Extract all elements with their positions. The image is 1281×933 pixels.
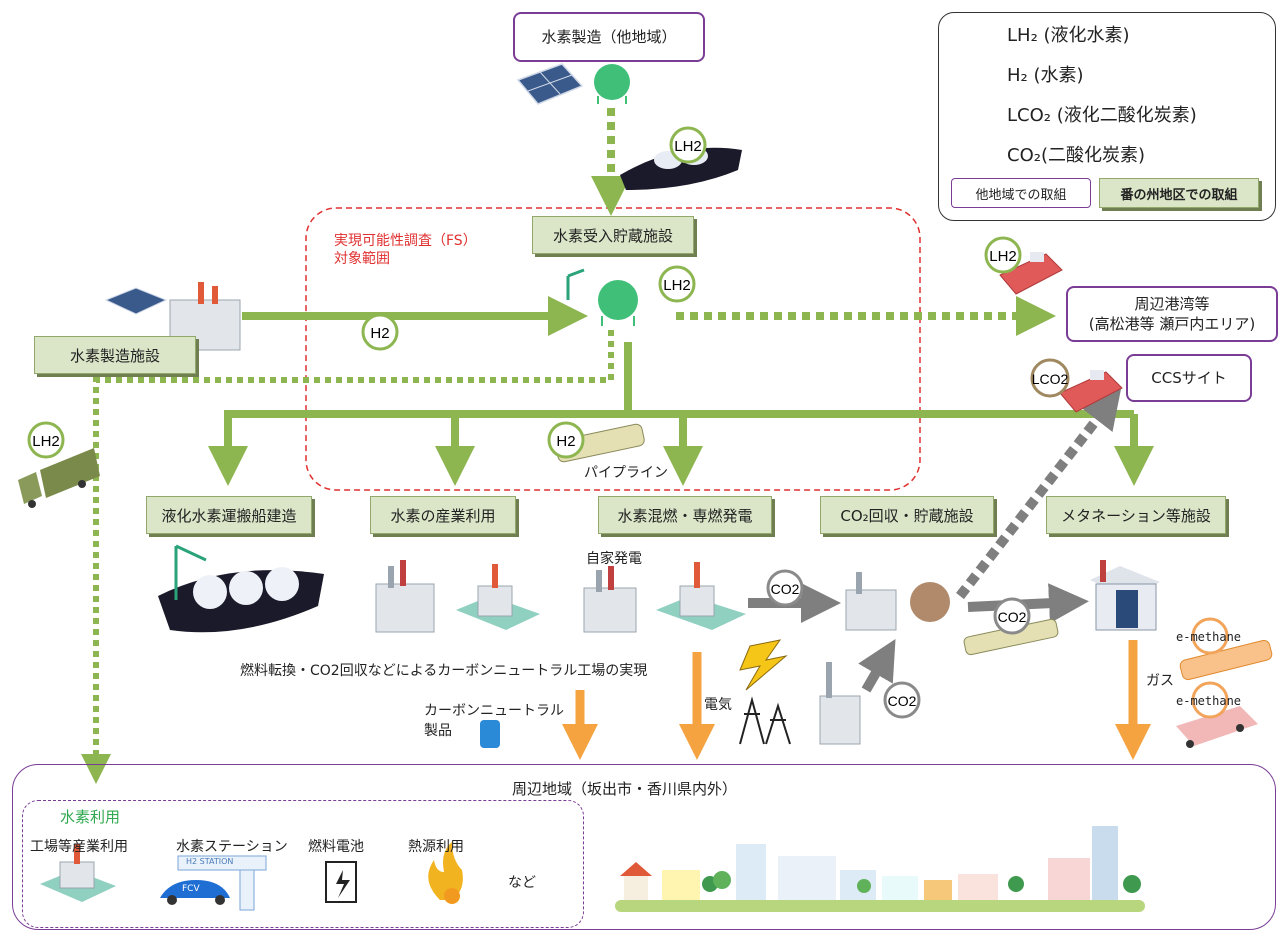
node-receiving-storage: 水素受入貯蔵施設 [532, 216, 694, 254]
svg-text:CO2: CO2 [771, 581, 800, 597]
node-co2-capture: CO₂回収・貯蔵施設 [820, 496, 994, 534]
co2-capture-plant-icon [845, 572, 950, 631]
nearby-ports-line1: 周辺港湾等 [1134, 294, 1210, 313]
fs-scope-label-2: 対象範囲 [334, 251, 390, 267]
hydrogen-use-title: 水素利用 [60, 808, 121, 826]
power-plant-icon [656, 562, 746, 630]
svg-text:CO2: CO2 [888, 693, 917, 709]
legend-lh2: LH₂ (液化水素) [1007, 25, 1130, 46]
solar-panel-icon [516, 63, 584, 105]
fs-scope-label-1: 実現可能性調査（FS） [334, 233, 477, 249]
node-production-other: 水素製造（他地域） [513, 12, 705, 62]
lightning-icon [739, 639, 788, 691]
self-power-label: 自家発電 [586, 551, 642, 567]
node-nearby-ports: 周辺港湾等 (高松港等 瀬戸内エリア) [1066, 286, 1278, 342]
ship-ccs-icon [1059, 370, 1123, 413]
station-sign: H2 STATION [186, 857, 234, 866]
badge-co2-factory: CO2 [883, 681, 921, 719]
lh2-arrow-region [81, 330, 614, 784]
factory-lower-icon [819, 662, 861, 745]
nearby-ports-line2: (高松港等 瀬戸内エリア) [1088, 315, 1256, 333]
badge-lh2-storage: LH2 [658, 265, 696, 303]
detergent-bottle-icon [480, 720, 500, 748]
industry-factory-icon-1 [375, 560, 435, 633]
co2-arrow-factory [858, 639, 896, 693]
gas-label: ガス [1146, 673, 1174, 689]
badge-lh2-truck: LH2 [27, 421, 65, 459]
fs-scope-boundary [305, 207, 921, 491]
pipeline-label: パイプライン [584, 465, 668, 481]
e-methane-pipe-icon [1179, 639, 1273, 681]
usage-etc: など [508, 875, 536, 891]
svg-text:CO2: CO2 [998, 609, 1027, 625]
heat-flame-icon [428, 842, 463, 904]
svg-text:LH2: LH2 [663, 277, 691, 294]
carbon-neutral-products-label-2: 製品 [424, 723, 452, 739]
carbon-neutral-products-label-1: カーボンニュートラル [424, 703, 564, 719]
node-power-generation: 水素混燃・専燃発電 [598, 496, 772, 534]
fuel-cell-icon [325, 861, 357, 903]
lh2-truck-icon [18, 448, 100, 508]
usage-heat: 熱源利用 [408, 839, 464, 855]
badge-h2-pipeline: H2 [547, 421, 585, 459]
svg-text:LCO2: LCO2 [1032, 371, 1069, 387]
usage-hydrogen-station: 水素ステーション [176, 839, 288, 855]
e-methane-label-2: e-methane [1176, 694, 1242, 708]
legend-local-region: 番の州地区での取組 [1099, 178, 1259, 208]
svg-text:H2: H2 [556, 433, 575, 450]
badge-e-methane-2 [1191, 681, 1229, 719]
node-production-facility: 水素製造施設 [34, 336, 196, 374]
cityscape-icon [615, 826, 1145, 912]
region-title: 周辺地域（坂出市・香川県内外） [512, 780, 738, 798]
badge-lh2-ports: LH2 [984, 236, 1022, 274]
e-methane-label-1: e-methane [1176, 630, 1242, 644]
e-methane-truck-icon [1176, 706, 1258, 748]
self-power-factory-icon [583, 566, 637, 633]
spherical-tank-icon [594, 64, 630, 104]
lco2-arrow-ccs [956, 388, 1122, 600]
industry-factory-icon-2 [456, 564, 540, 630]
electricity-label: 電気 [704, 697, 732, 713]
legend: LH₂ (液化水素) H₂ (水素) LCO₂ (液化二酸化炭素) CO₂(二酸… [938, 12, 1276, 221]
lh2-ship-construction-icon [158, 544, 324, 633]
usage-factory: 工場等産業利用 [30, 839, 128, 855]
transmission-tower-icon [739, 696, 791, 745]
svg-text:LH2: LH2 [32, 433, 60, 450]
fcv-label: FCV [182, 884, 200, 894]
svg-text:LH2: LH2 [674, 138, 702, 155]
storage-tank-icon [566, 268, 638, 326]
legend-co2: CO₂(二酸化炭素) [1007, 145, 1145, 166]
production-plant-icon [104, 282, 241, 351]
badge-lh2-top: LH2 [669, 126, 707, 164]
methanation-building-icon [1090, 560, 1160, 631]
svg-text:LH2: LH2 [989, 248, 1017, 265]
badge-co2-methanation: CO2 [993, 597, 1031, 635]
usage-fuel-cell: 燃料電池 [308, 839, 364, 855]
node-shipbuilding: 液化水素運搬船建造 [146, 496, 312, 534]
hydrogen-station-icon [160, 855, 267, 911]
node-industrial-use: 水素の産業利用 [370, 496, 516, 534]
badge-h2-production: H2 [361, 313, 399, 351]
badge-lco2-ccs: LCO2 [1030, 358, 1070, 398]
node-methanation: メタネーション等施設 [1046, 496, 1226, 534]
ship-ports-icon [999, 252, 1063, 295]
badge-e-methane-1 [1191, 617, 1229, 655]
badge-co2-power: CO2 [766, 569, 804, 607]
legend-other-region: 他地域での取組 [951, 178, 1091, 208]
svg-text:H2: H2 [370, 325, 389, 342]
legend-lco2: LCO₂ (液化二酸化炭素) [1007, 105, 1197, 126]
legend-h2: H₂ (水素) [1007, 65, 1084, 86]
surrounding-region [12, 764, 1276, 930]
hydrogen-use-area [22, 800, 584, 928]
factory-usage-icon [40, 844, 116, 902]
carbon-neutral-factory-label: 燃料転換・CO2回収などによるカーボンニュートラル工場の実現 [240, 663, 648, 679]
node-ccs-site: CCSサイト [1126, 354, 1252, 402]
